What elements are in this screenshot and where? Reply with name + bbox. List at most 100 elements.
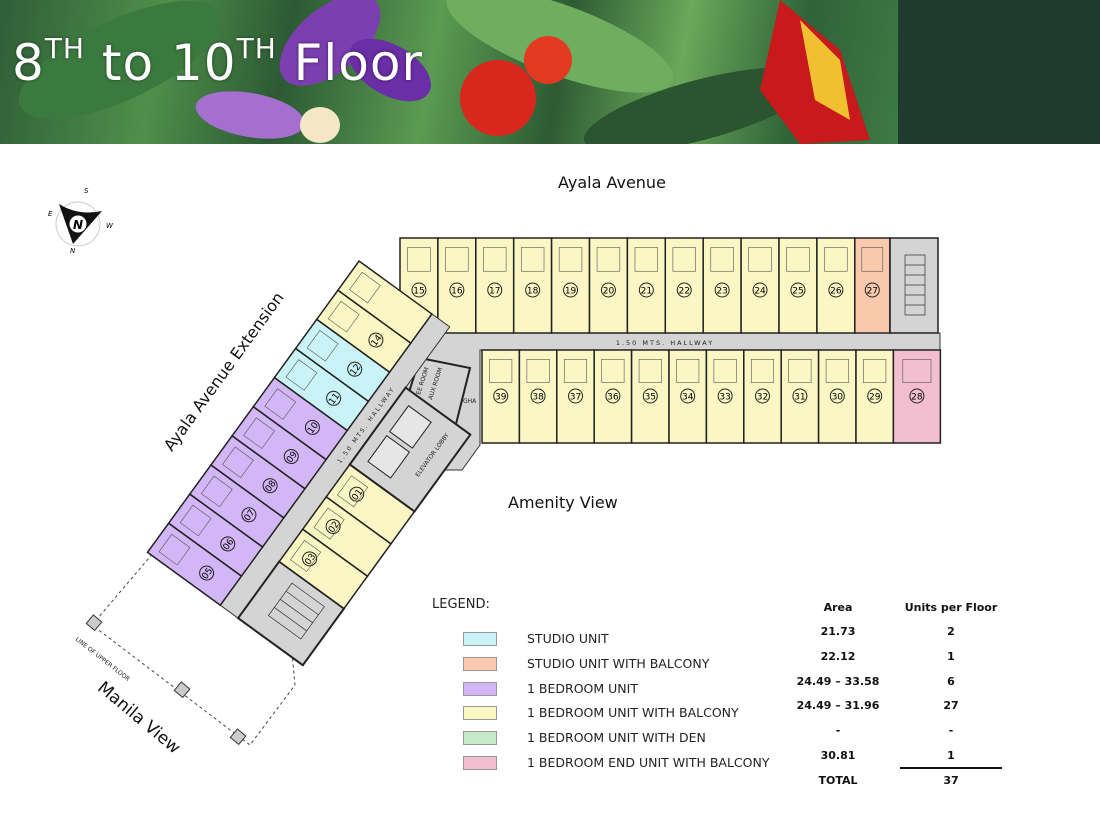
unit-17[interactable]: 17 [475,237,515,334]
stair-icon [267,582,325,640]
unit-39[interactable]: 39 [481,349,521,444]
unit-number: 37 [570,393,581,403]
unit-area [705,349,745,444]
unit-unlabeled[interactable] [336,260,433,345]
title-text: Floor [276,34,424,92]
unit-22[interactable]: 22 [664,237,704,334]
unit-number-circle [487,282,503,298]
unit-28[interactable]: 28 [892,349,942,444]
unit-area [481,349,521,444]
unit-number: 19 [565,287,577,297]
legend-label: STUDIO UNIT WITH BALCONY [527,655,710,671]
title-text: to 10 [84,34,237,92]
unit-area [816,237,856,334]
upper-floor-label: LINE OF UPPER FLOOR [74,636,131,683]
unit-number-circle [714,282,730,298]
unit-29[interactable]: 29 [855,349,895,444]
unit-16[interactable]: 16 [437,237,477,334]
bed-icon [349,271,381,304]
unit-area [630,349,670,444]
unit-03[interactable]: 03 [278,528,369,610]
unit-25[interactable]: 25 [778,237,818,334]
unit-07[interactable]: 07 [188,463,285,549]
unit-number-circle [326,390,342,406]
bed-icon [306,330,339,362]
total-rule [900,767,1002,769]
unit-27[interactable]: 27 [854,237,891,334]
unit-number-circle [563,282,579,298]
elevator-car [367,434,411,479]
unit-number: 28 [911,393,923,403]
legend-label: 1 BEDROOM UNIT WITH DEN [527,730,706,746]
unit-number-circle [283,449,299,465]
legend-label: 1 BEDROOM UNIT [527,680,638,696]
unit-number: 20 [603,287,615,297]
bed-icon [824,247,848,272]
unit-number-circle [790,282,806,298]
unit-area [518,349,558,444]
unit-26[interactable]: 26 [816,237,856,334]
unit-19[interactable]: 19 [550,237,591,334]
legend-swatch [463,706,497,721]
unit-24[interactable]: 24 [740,237,780,334]
gha-label: GHA [463,398,477,405]
bed-icon [672,247,696,272]
compass-center-label: N [73,218,83,232]
bed-icon [445,247,469,272]
bed-icon [222,446,254,479]
unit-01[interactable]: 01 [325,463,416,545]
unit-number: 29 [869,393,881,403]
bed-icon [596,247,621,272]
unit-area [855,349,895,444]
unit-14[interactable]: 14 [315,289,412,374]
elevator-car [388,405,432,449]
unit-36[interactable]: 36 [593,349,633,444]
bed-icon [861,247,884,272]
legend-units: 1 [947,649,955,663]
unit-38[interactable]: 38 [518,349,558,444]
unit-number: 34 [682,393,694,403]
unit-21[interactable]: 21 [626,237,667,334]
elevator-lobby [348,386,472,513]
unit-23[interactable]: 23 [702,237,742,334]
legend-units: 1 [947,749,955,762]
unit-number: 16 [451,287,463,297]
legend-area: - [835,724,841,738]
unit-34[interactable]: 34 [668,349,708,444]
bed-icon [290,539,322,572]
unit-area [336,260,433,345]
unit-number: 39 [495,393,507,403]
bed-icon [786,247,810,272]
unit-number: 30 [832,393,844,403]
bed-icon [337,475,369,508]
bed-icon [634,247,659,272]
bed-icon [863,358,887,383]
unit-31[interactable]: 31 [780,349,820,444]
header-banner: 8TH to 10TH Floor [0,0,898,144]
unit-number-circle [642,388,658,404]
unit-number-circle [752,282,768,298]
upper-floor-outline [91,544,296,746]
unit-30[interactable]: 30 [817,349,857,444]
legend-area: 30.81 [820,749,856,762]
unit-33[interactable]: 33 [705,349,745,444]
unit-18[interactable]: 18 [512,237,553,334]
unit-35[interactable]: 35 [630,349,670,444]
banner-dark-panel [898,0,1100,144]
unit-32[interactable]: 32 [743,349,782,444]
unit-number-circle [302,551,318,567]
tropical-foliage-illustration [18,0,870,144]
unit-37[interactable]: 37 [556,349,595,444]
unit-number: 26 [830,287,842,297]
unit-20[interactable]: 20 [588,237,629,334]
unit-number-circle [864,282,880,298]
unit-number-circle [199,565,215,581]
units-header: Units per Floor [904,601,998,614]
compass-e-label: E [48,210,53,218]
unit-number-circle [680,388,696,404]
unit-number-circle [638,282,654,298]
unit-area [588,237,629,334]
column [229,728,247,746]
